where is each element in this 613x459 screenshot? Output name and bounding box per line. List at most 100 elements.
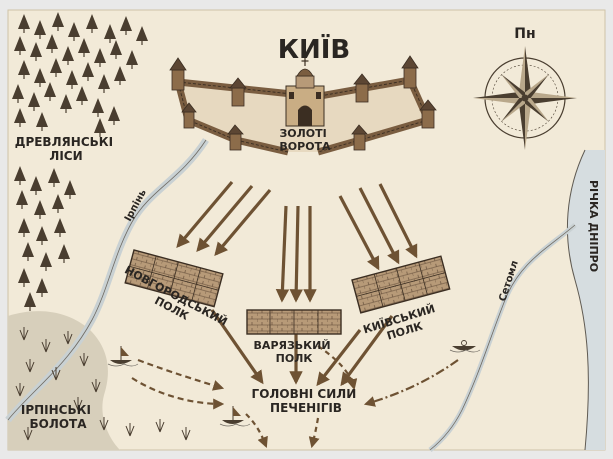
boat-icon — [219, 406, 251, 427]
forest-tree-icon — [36, 112, 48, 131]
forest-tree-icon — [86, 14, 98, 33]
forest-tree-icon — [114, 66, 126, 85]
forest-tree-icon — [108, 106, 120, 125]
dashed-flank-arrow-icon — [363, 359, 459, 407]
reed-icon — [155, 419, 165, 433]
golden-gate-icon — [285, 58, 325, 127]
dashed-flank-arrow-icon — [308, 417, 320, 449]
reed-icon — [73, 397, 83, 411]
marsh-area — [8, 311, 120, 450]
compass-north-label: Пн — [514, 26, 535, 42]
forest-tree-icon — [98, 74, 110, 93]
forest-tree-icon — [136, 26, 148, 45]
reed-icon — [41, 339, 51, 353]
forest-tree-icon — [34, 200, 46, 219]
golden-gate-label: ЗОЛОТІ ВОРОТА — [279, 127, 331, 153]
reed-icon — [25, 359, 35, 373]
reed-icon — [51, 367, 61, 381]
reed-icon — [79, 353, 89, 367]
irpin-marsh-label: ІРПІНСЬКІ БОЛОТА — [21, 403, 95, 431]
forest-tree-icon — [68, 22, 80, 41]
attack-arrow-icon — [289, 205, 303, 303]
regiment-block-icon — [351, 255, 451, 314]
forest-tree-icon — [34, 20, 46, 39]
marsh-reeds — [15, 327, 191, 441]
dashed-flank-arrow-icon — [317, 345, 358, 391]
forest-tree-icon — [16, 190, 28, 209]
dashed-flank-arrow-icon — [245, 413, 268, 449]
compass-rose-icon — [473, 46, 577, 150]
reed-icon — [15, 383, 25, 397]
regiment-block-icon — [124, 249, 224, 308]
reed-icon — [19, 327, 29, 341]
varangian-regiment-label: ВАРЯЗЬКИЙ ПОЛК — [254, 339, 335, 365]
forest-tree-icon — [18, 268, 30, 287]
reed-icon — [23, 427, 33, 441]
reed-icon — [125, 423, 135, 437]
forest-tree-icon — [64, 180, 76, 199]
dnipro-river-label: РІЧКА ДНІПРО — [587, 180, 600, 272]
forest-tree-icon — [30, 176, 42, 195]
attack-arrow-icon — [358, 187, 400, 265]
forest-tree-icon — [52, 194, 64, 213]
forest-tree-icon — [126, 50, 138, 69]
forest-tree-icon — [62, 46, 74, 65]
forest-tree-icon — [82, 62, 94, 81]
forest-tree-icon — [46, 34, 58, 53]
forest-tree-icon — [48, 168, 60, 187]
map-title: КИЇВ — [278, 33, 351, 65]
forest-tree-icon — [36, 278, 48, 297]
forest-tree-icon — [50, 58, 62, 77]
forest-tree-icon — [14, 108, 26, 127]
forest-tree-icon — [94, 48, 106, 67]
attack-arrow-icon — [214, 188, 272, 257]
pecheneg-forces-label: ГОЛОВНІ СИЛИ ПЕЧЕНІГІВ — [252, 387, 361, 415]
dashed-flank-arrow-icon — [137, 358, 225, 391]
forest-tree-icon — [52, 12, 64, 31]
boat-icon — [449, 340, 481, 353]
forest-tree-icon — [94, 118, 106, 137]
attack-arrow-icon — [340, 315, 394, 387]
drevlian-forest-label: ДРЕВЛЯНСЬКІ ЛІСИ — [15, 135, 118, 163]
drevlian-forest — [12, 12, 148, 311]
forest-tree-icon — [12, 84, 24, 103]
forest-tree-icon — [78, 38, 90, 57]
attack-arrow-icon — [378, 183, 418, 259]
forest-tree-icon — [34, 68, 46, 87]
forest-tree-icon — [120, 16, 132, 35]
attack-arrows — [131, 180, 459, 449]
forest-tree-icon — [92, 98, 104, 117]
forest-tree-icon — [54, 218, 66, 237]
forest-tree-icon — [24, 292, 36, 311]
forest-tree-icon — [18, 60, 30, 79]
reed-icon — [63, 331, 73, 345]
forest-tree-icon — [76, 86, 88, 105]
reed-icon — [99, 417, 109, 431]
forest-tree-icon — [22, 242, 34, 261]
forest-tree-icon — [18, 218, 30, 237]
reed-icon — [91, 379, 101, 393]
forest-tree-icon — [60, 94, 72, 113]
regiment-block-icon — [246, 309, 342, 335]
attack-arrow-icon — [196, 184, 254, 253]
forest-tree-icon — [66, 70, 78, 89]
dnipro-river — [567, 150, 605, 450]
attack-arrow-icon — [210, 309, 264, 385]
attack-arrow-icon — [176, 180, 234, 249]
attack-arrow-icon — [275, 205, 290, 303]
forest-tree-icon — [18, 14, 30, 33]
forest-tree-icon — [44, 82, 56, 101]
forest-tree-icon — [40, 252, 52, 271]
boat-icon — [107, 346, 139, 367]
attack-arrow-icon — [316, 329, 362, 387]
forest-tree-icon — [14, 36, 26, 55]
forest-tree-icon — [30, 42, 42, 61]
forest-tree-icon — [28, 92, 40, 111]
reed-icon — [181, 427, 191, 441]
forest-tree-icon — [14, 166, 26, 185]
forest-tree-icon — [36, 226, 48, 245]
forest-tree-icon — [110, 40, 122, 59]
forest-tree-icon — [104, 24, 116, 43]
